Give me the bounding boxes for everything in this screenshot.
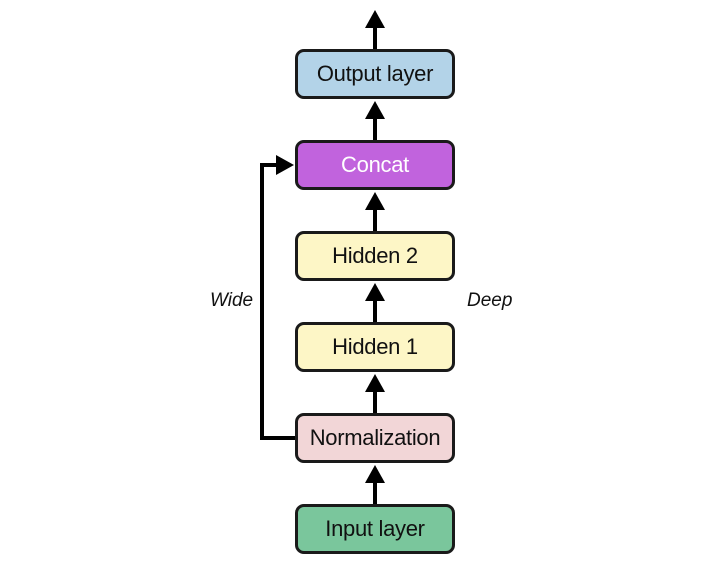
arrowhead-wide-path: [276, 155, 294, 175]
arrowhead-input-normalization: [365, 465, 385, 483]
hidden-1-label: Hidden 1: [332, 334, 418, 359]
hidden-2-label: Hidden 2: [332, 243, 418, 268]
normalization-label: Normalization: [309, 425, 441, 450]
arrowhead-output-out: [365, 10, 385, 28]
edge-wide-path: [260, 163, 295, 440]
arrowhead-concat-output: [365, 101, 385, 119]
arrowhead-hidden1-hidden2: [365, 283, 385, 301]
hidden-2-node: Hidden 2: [295, 231, 455, 281]
arrowhead-hidden2-concat: [365, 192, 385, 210]
input-layer-node: Input layer: [295, 504, 455, 554]
wide-path-label: Wide: [210, 290, 254, 311]
normalization-node: Normalization: [295, 413, 455, 463]
deep-path-label: Deep: [467, 290, 513, 311]
output-layer-node: Output layer: [295, 49, 455, 99]
input-layer-label: Input layer: [325, 516, 425, 541]
concat-node: Concat: [295, 140, 455, 190]
arrowhead-normalization-hidden1: [365, 374, 385, 392]
output-layer-label: Output layer: [316, 61, 434, 86]
concat-label: Concat: [341, 152, 409, 177]
hidden-1-node: Hidden 1: [295, 322, 455, 372]
